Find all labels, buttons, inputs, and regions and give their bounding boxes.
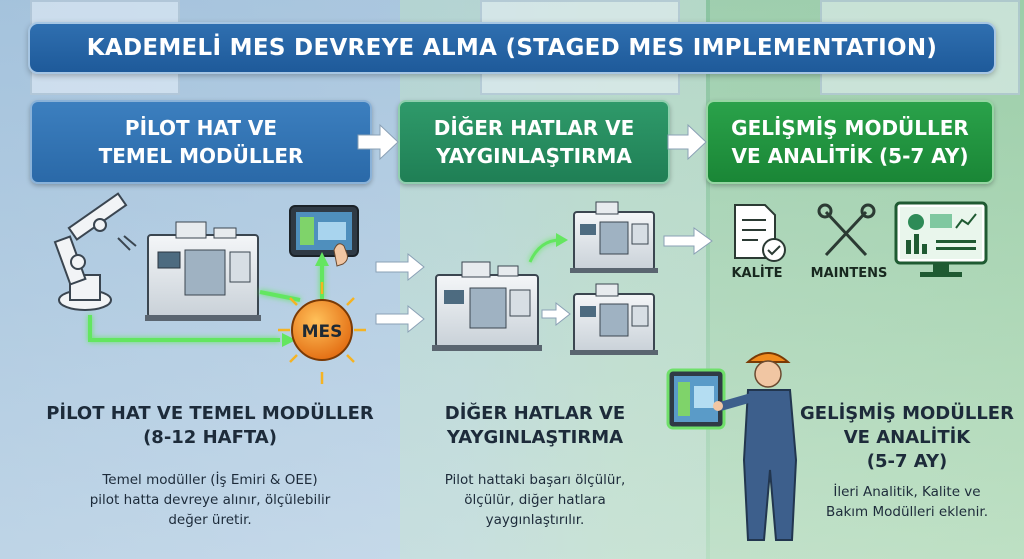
stage-1-header-label: PİLOT HAT VE TEMEL MODÜLLER xyxy=(98,116,304,168)
cnc-machine-icon xyxy=(570,283,658,355)
module-label-quality: KALİTE xyxy=(731,266,783,281)
stage-2-header-label: DİĞER HATLAR VE YAYGINLAŞTIRMA xyxy=(433,116,635,168)
flow-arrow-head xyxy=(315,252,329,266)
stage-1-header: PİLOT HAT VE TEMEL MODÜLLER xyxy=(30,100,372,184)
robot-arm-icon xyxy=(53,192,137,311)
mes-hub-icon xyxy=(278,282,366,384)
stage-1-title: PİLOT HAT VE TEMEL MODÜLLER (8-12 HAFTA) xyxy=(46,403,374,448)
stage-2-title: DİĞER HATLAR VE YAYGINLAŞTIRMA xyxy=(444,403,626,448)
engineer-figure-icon xyxy=(666,352,798,541)
stage-3-header: GELİŞMİŞ MODÜLLER VE ANALİTİK (5-7 AY) xyxy=(706,100,994,184)
analytics-monitor-icon xyxy=(894,201,988,277)
stage-2-header: DİĞER HATLAR VE YAYGINLAŞTIRMA xyxy=(398,100,670,184)
stage-3-description: İleri Analitik, Kalite ve Bakım Modüller… xyxy=(825,484,989,520)
cnc-machine-icon xyxy=(432,261,542,351)
flow-arrow-head xyxy=(282,333,296,347)
header-arrow-2 xyxy=(667,123,707,161)
cnc-machine-icon xyxy=(570,201,658,273)
stage-1-description: Temel modüller (İş Emiri & OEE) pilot ha… xyxy=(89,472,331,528)
stage-3-title: GELİŞMİŞ MODÜLLER VE ANALİTİK (5-7 AY) xyxy=(800,403,1014,472)
header-arrow-1 xyxy=(357,123,399,161)
cnc-machine-icon xyxy=(145,221,261,321)
module-label-maintenance: MAINTENS xyxy=(810,266,888,281)
stage-2-description: Pilot hattaki başarı ölçülür, ölçülür, d… xyxy=(444,472,626,528)
stage-3-header-label: GELİŞMİŞ MODÜLLER VE ANALİTİK (5-7 AY) xyxy=(731,116,969,168)
main-title-bar: KADEMELİ MES DEVREYE ALMA (STAGED MES IM… xyxy=(28,22,996,74)
stage-transfer-arrows xyxy=(375,252,425,334)
mes-hub-label: MES xyxy=(302,322,343,342)
document-check-icon xyxy=(734,204,786,262)
main-title: KADEMELİ MES DEVREYE ALMA (STAGED MES IM… xyxy=(86,35,938,61)
rollout-flow-lines xyxy=(528,238,561,263)
stage-transfer-arrows xyxy=(663,227,713,255)
tools-icon xyxy=(817,203,876,257)
